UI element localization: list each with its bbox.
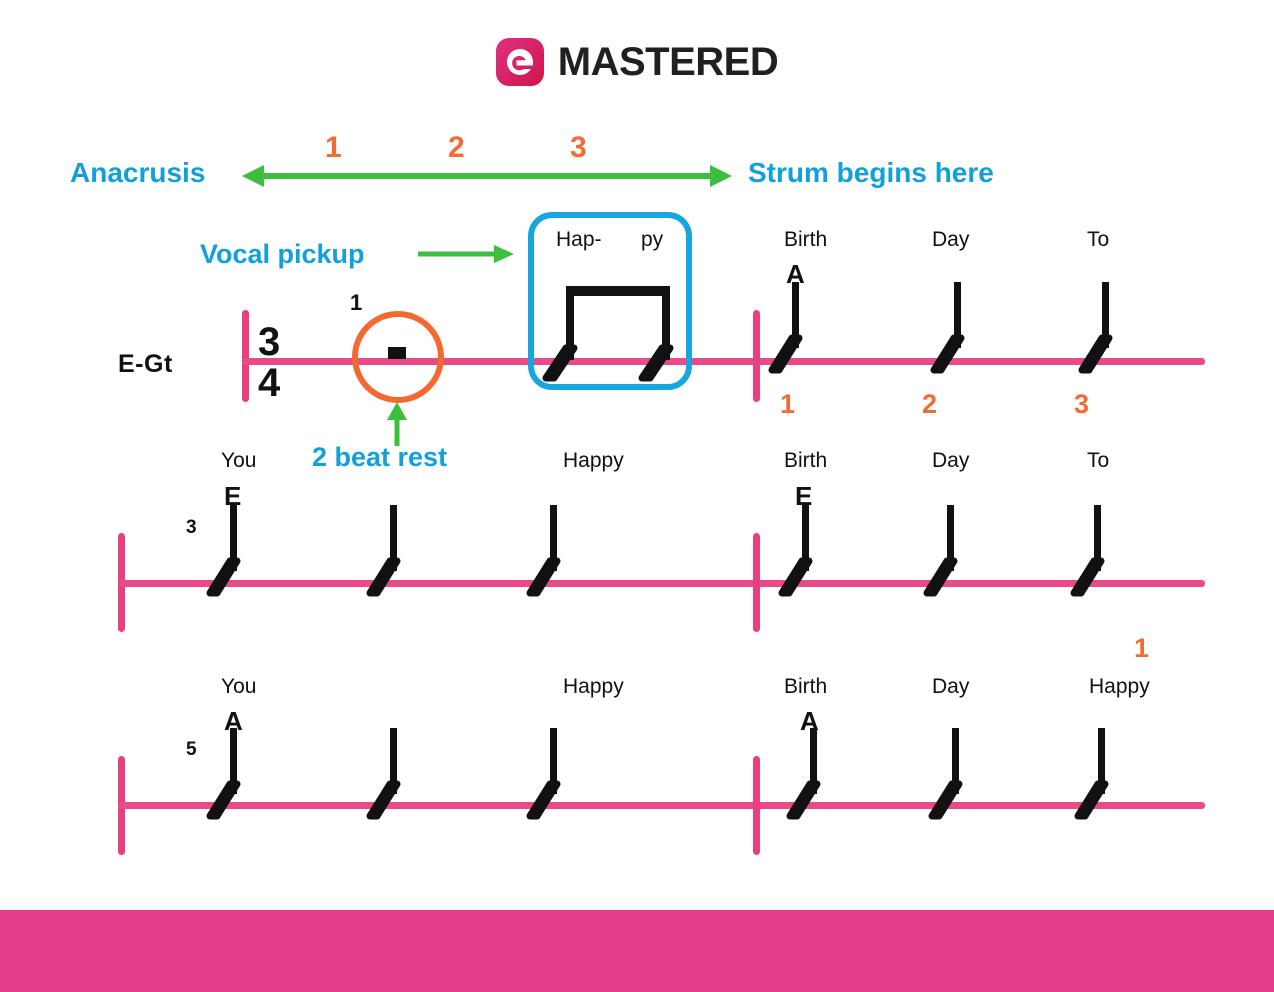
system2-measure-number: 3	[186, 517, 197, 538]
system3-lyric-6: Happy	[1089, 675, 1150, 698]
system2-note-4	[778, 505, 813, 597]
anacrusis-count-1: 1	[325, 131, 342, 164]
system1-chord-1: A	[786, 259, 805, 289]
system3-lyric-3: Happy	[563, 675, 624, 698]
system1-note-3	[1078, 282, 1113, 374]
system2-mid-barline	[753, 533, 760, 632]
instrument-label: E-Gt	[118, 350, 173, 378]
system2-note-1	[206, 505, 241, 597]
system1-start-barline	[242, 310, 249, 402]
system1-note-1	[768, 282, 803, 374]
system3-lyric-4: Birth	[784, 675, 828, 698]
system2-lyric-5: Day	[932, 449, 970, 472]
rest-count-label: 1	[350, 290, 363, 315]
system1-beat-2: 2	[922, 389, 938, 419]
anacrusis-label: Anacrusis	[70, 157, 206, 188]
system2-lyric-3: Happy	[563, 449, 624, 472]
system3-mid-barline	[753, 756, 760, 855]
system1-lyric-1: Birth	[784, 228, 828, 251]
system2-note-5	[923, 505, 958, 597]
system2-chord-4: E	[795, 481, 813, 511]
system1-lyric-3: To	[1087, 228, 1110, 251]
system1-note-2	[930, 282, 965, 374]
system1-lyric-2: Day	[932, 228, 970, 251]
vocal-pickup-highlight-box	[528, 212, 692, 390]
brand-wordmark: MASTERED	[557, 40, 779, 84]
time-signature-top: 3	[258, 320, 281, 364]
system3-lyric-1: You	[221, 675, 257, 698]
system2-lyric-6: To	[1087, 449, 1110, 472]
system2-note-2	[366, 505, 401, 597]
system2-note-6	[1070, 505, 1105, 597]
system2-note-3	[526, 505, 561, 597]
beamed-lyric-1: Hap-	[556, 228, 602, 251]
system3-chord-4: A	[800, 706, 819, 736]
system3-note-6	[1074, 728, 1109, 820]
system3-note-1	[206, 728, 241, 820]
system3-floating-beat: 1	[1134, 633, 1150, 663]
beamed-eighth-notes-icon	[542, 286, 674, 382]
system3-note-4	[786, 728, 821, 820]
anacrusis-count-2: 2	[448, 131, 465, 164]
beamed-lyric-2: py	[641, 228, 664, 251]
system3-chord-1: A	[224, 706, 243, 736]
system3-staff-line	[118, 802, 1205, 809]
system3-note-5	[928, 728, 963, 820]
vocal-pickup-arrow-icon	[418, 245, 514, 263]
system1-beat-1: 1	[780, 389, 796, 419]
system2-lyric-4: Birth	[784, 449, 828, 472]
system1-mid-barline	[753, 310, 760, 402]
anacrusis-count-3: 3	[570, 131, 587, 164]
time-signature-bottom: 4	[258, 361, 281, 405]
system1-beat-3: 3	[1074, 389, 1090, 419]
two-beat-rest-label: 2 beat rest	[312, 442, 448, 472]
anacrusis-double-arrow-icon	[242, 165, 732, 187]
strum-begins-here-label: Strum begins here	[748, 157, 994, 188]
system1-staff-line	[242, 358, 1205, 365]
bottom-brand-bar	[0, 910, 1274, 992]
half-rest-symbol	[388, 347, 406, 359]
two-beat-rest-arrow-icon	[387, 402, 407, 446]
system2-lyric-1: You	[221, 449, 257, 472]
vocal-pickup-label: Vocal pickup	[200, 239, 365, 269]
system3-lyric-5: Day	[932, 675, 970, 698]
system2-staff-line	[118, 580, 1205, 587]
system3-note-3	[526, 728, 561, 820]
rest-highlight-circle	[352, 311, 444, 403]
system3-note-2	[366, 728, 401, 820]
system2-chord-1: E	[224, 481, 242, 511]
emastered-e-logo-icon	[495, 38, 544, 86]
system3-measure-number: 5	[186, 739, 197, 760]
brand-header: MASTERED	[0, 38, 1274, 86]
